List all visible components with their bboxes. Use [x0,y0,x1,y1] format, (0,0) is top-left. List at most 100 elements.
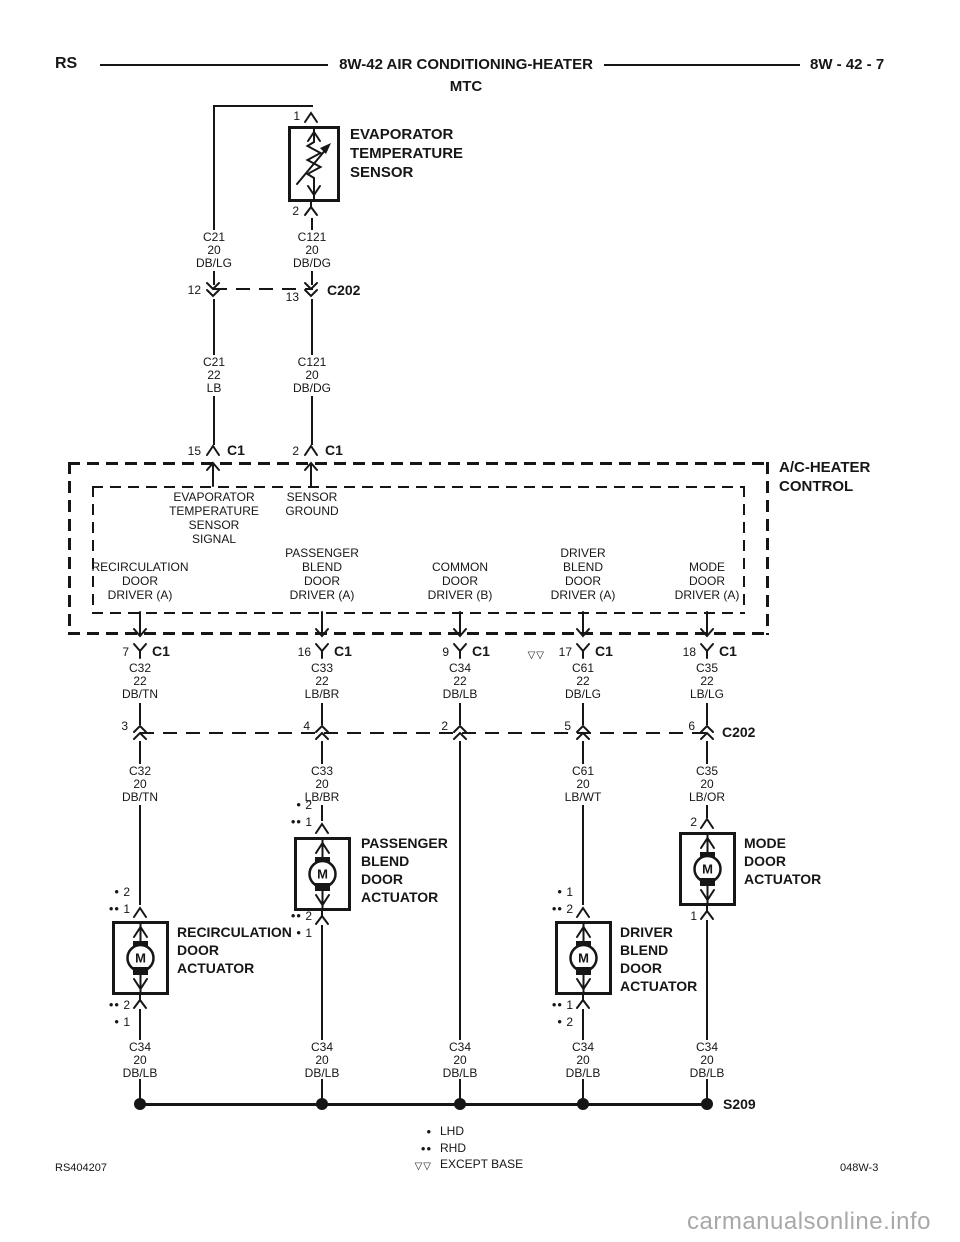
motor-icon: M [569,923,598,993]
wire [213,105,313,107]
pin-label: •• 2 [290,908,312,923]
splice-dot [134,1098,146,1110]
wire [321,925,323,1042]
c1-connector-label: C1 [325,442,343,458]
connector-chevron-up-double-icon [576,724,590,740]
legend-label: RHD [440,1141,466,1155]
connector-y-down-icon [133,994,147,1009]
diagram-code-left: RS404207 [55,1162,107,1174]
page-ref: 8W - 42 - 7 [810,56,885,73]
wire [139,703,141,725]
wire [459,1079,461,1105]
connector-chevron-up-icon [700,817,714,829]
sensor-pin-bottom: 2 [292,204,299,218]
pin-label: 2 [690,815,697,829]
c202-pin: 5 [564,719,571,733]
motor-icon: M [308,839,337,909]
c1-pin: 18 [682,645,696,659]
pin-label: • 2 [296,797,312,812]
page-subtitle: MTC [449,78,483,95]
c202-pin: 2 [441,719,448,733]
legend-symbol: •• [420,1141,432,1156]
splice-label: S209 [723,1096,756,1112]
connector-chevron-up-double-icon [453,724,467,740]
control-inner-edge [743,486,745,614]
svg-text:M: M [317,867,328,882]
connector-chevron-up-double-icon [315,724,329,740]
legend-symbol: • [426,1124,432,1139]
connector-y-down-icon [304,201,318,216]
c1-connector-label: C1 [472,643,490,659]
wire [706,703,708,725]
c1-pin: 9 [442,645,449,659]
splice-bus-wire [139,1103,709,1106]
control-driver-label: DRIVER BLEND DOOR DRIVER (A) [550,546,616,602]
control-driver-label: MODE DOOR DRIVER (A) [674,560,740,602]
c1-connector-label: C1 [719,643,737,659]
model-code: RS [55,55,78,72]
c1-pin: 2 [292,444,299,458]
arrow-up-icon [206,461,220,487]
svg-text:M: M [702,862,713,877]
connector-y-down-icon [576,994,590,1009]
legend-label: EXCEPT BASE [440,1157,524,1171]
legend-symbol: ▽▽ [414,1161,432,1172]
wire [459,741,461,1042]
c202-connector-label: C202 [722,724,756,740]
c1-pin: 7 [122,645,129,659]
splice-dot [316,1098,328,1110]
mode-door-actuator-box: M [679,832,736,906]
wire [582,1079,584,1105]
c1-pin: 17 [558,645,572,659]
arrow-down-icon [700,611,714,638]
c202-connector-label: C202 [327,282,361,298]
wire [459,703,461,725]
arrow-down-icon [133,611,147,638]
c1-connector-label: C1 [152,643,170,659]
c202-pin: 13 [285,290,299,304]
splice-dot [454,1098,466,1110]
recirculation-door-actuator-box: M [112,921,169,995]
thermistor-icon [296,128,331,200]
wire [139,1009,141,1042]
arrow-up-icon [304,461,318,487]
connector-y-down-icon [700,905,714,920]
connector-y-down-icon [315,910,329,925]
diagram-code-right: 048W-3 [840,1162,879,1174]
pin-label: •• 2 [551,901,573,916]
connector-chevron-up-double-icon [133,724,147,740]
svg-text:M: M [135,951,146,966]
c202-pin: 12 [187,283,201,297]
c1-pin: 15 [187,444,201,458]
legend-label: LHD [440,1124,465,1138]
page-title: 8W-42 AIR CONDITIONING-HEATER [339,56,593,73]
connector-chevron-down-double-icon [206,282,220,298]
splice-dot [701,1098,713,1110]
c202-pin: 3 [121,719,128,733]
header-rule-right [604,64,800,66]
sensor-pin-top: 1 [293,109,300,123]
passenger-blend-door-actuator-box: M [294,837,351,911]
control-box-title: A/C-HEATER CONTROL [779,459,871,495]
connector-y-up-icon [576,643,590,659]
c1-connector-label: C1 [334,643,352,659]
driver-blend-door-actuator-label: DRIVER BLEND DOOR ACTUATOR [620,924,698,994]
wire [321,703,323,725]
watermark: carmanualsonline.info [687,1208,931,1235]
header-rule-left [100,64,328,66]
passenger-blend-door-actuator-label: PASSENGER BLEND DOOR ACTUATOR [361,835,448,905]
mode-door-actuator-label: MODE DOOR ACTUATOR [744,835,822,887]
evaporator-temperature-sensor-box [288,126,340,202]
